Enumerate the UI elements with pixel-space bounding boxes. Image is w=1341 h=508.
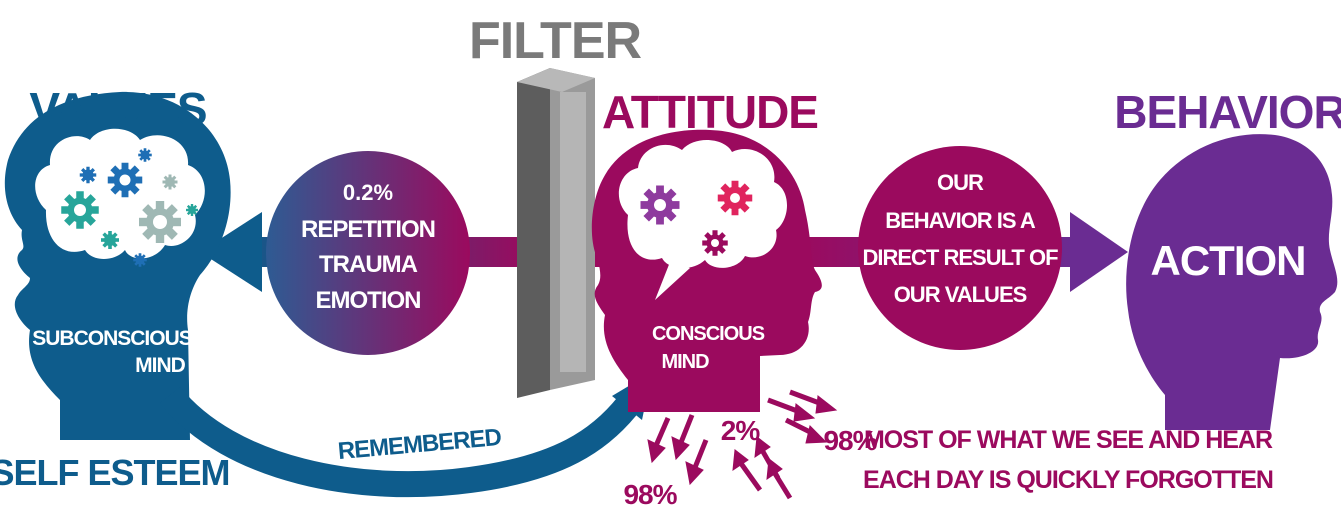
- behavior-title: BEHAVIOR: [1114, 86, 1341, 138]
- action-label: ACTION: [1151, 237, 1306, 284]
- conscious-label: CONSCIOUS: [652, 323, 765, 345]
- bubble-left-line1: 0.2%: [343, 180, 393, 205]
- attitude-head: [591, 129, 822, 412]
- bubble-left-line2: REPETITION: [301, 216, 435, 243]
- self-esteem-label: SELF ESTEEM: [0, 452, 230, 493]
- subconscious-mind-label: MIND: [135, 354, 185, 377]
- bubble-right-line4: OUR VALUES: [894, 282, 1027, 307]
- values-title: VALUES: [29, 83, 206, 135]
- ninety-eight-left-label: 98%: [623, 479, 677, 508]
- conscious-mind-label: MIND: [661, 351, 709, 373]
- bubble-left-line3: TRAUMA: [319, 251, 418, 278]
- values-head: [4, 91, 231, 440]
- bubble-right-line1: OUR: [937, 170, 984, 195]
- filter-wall: [517, 68, 595, 398]
- remembered-arrow: [159, 372, 652, 498]
- behavior-head: [1126, 134, 1338, 430]
- forgotten-line1: MOST OF WHAT WE SEE AND HEAR: [864, 426, 1273, 454]
- attitude-title: ATTITUDE: [602, 86, 818, 138]
- two-percent-label: 2%: [721, 415, 761, 446]
- bubble-left-line4: EMOTION: [316, 287, 421, 314]
- forgotten-arrows: [647, 389, 838, 500]
- bubble-right-line2: BEHAVIOR IS A: [885, 208, 1036, 233]
- bubble-right-line3: DIRECT RESULT OF: [862, 245, 1058, 270]
- forgotten-line2: EACH DAY IS QUICKLY FORGOTTEN: [863, 466, 1273, 494]
- ninety-eight-right-label: 98%: [823, 425, 877, 456]
- subconscious-label: SUBCONSCIOUS: [32, 327, 193, 350]
- remembered-label: REMEMBERED: [337, 424, 503, 465]
- bubble-left: [266, 151, 470, 355]
- bubble-right: [858, 146, 1062, 350]
- filter-title: FILTER: [469, 12, 642, 70]
